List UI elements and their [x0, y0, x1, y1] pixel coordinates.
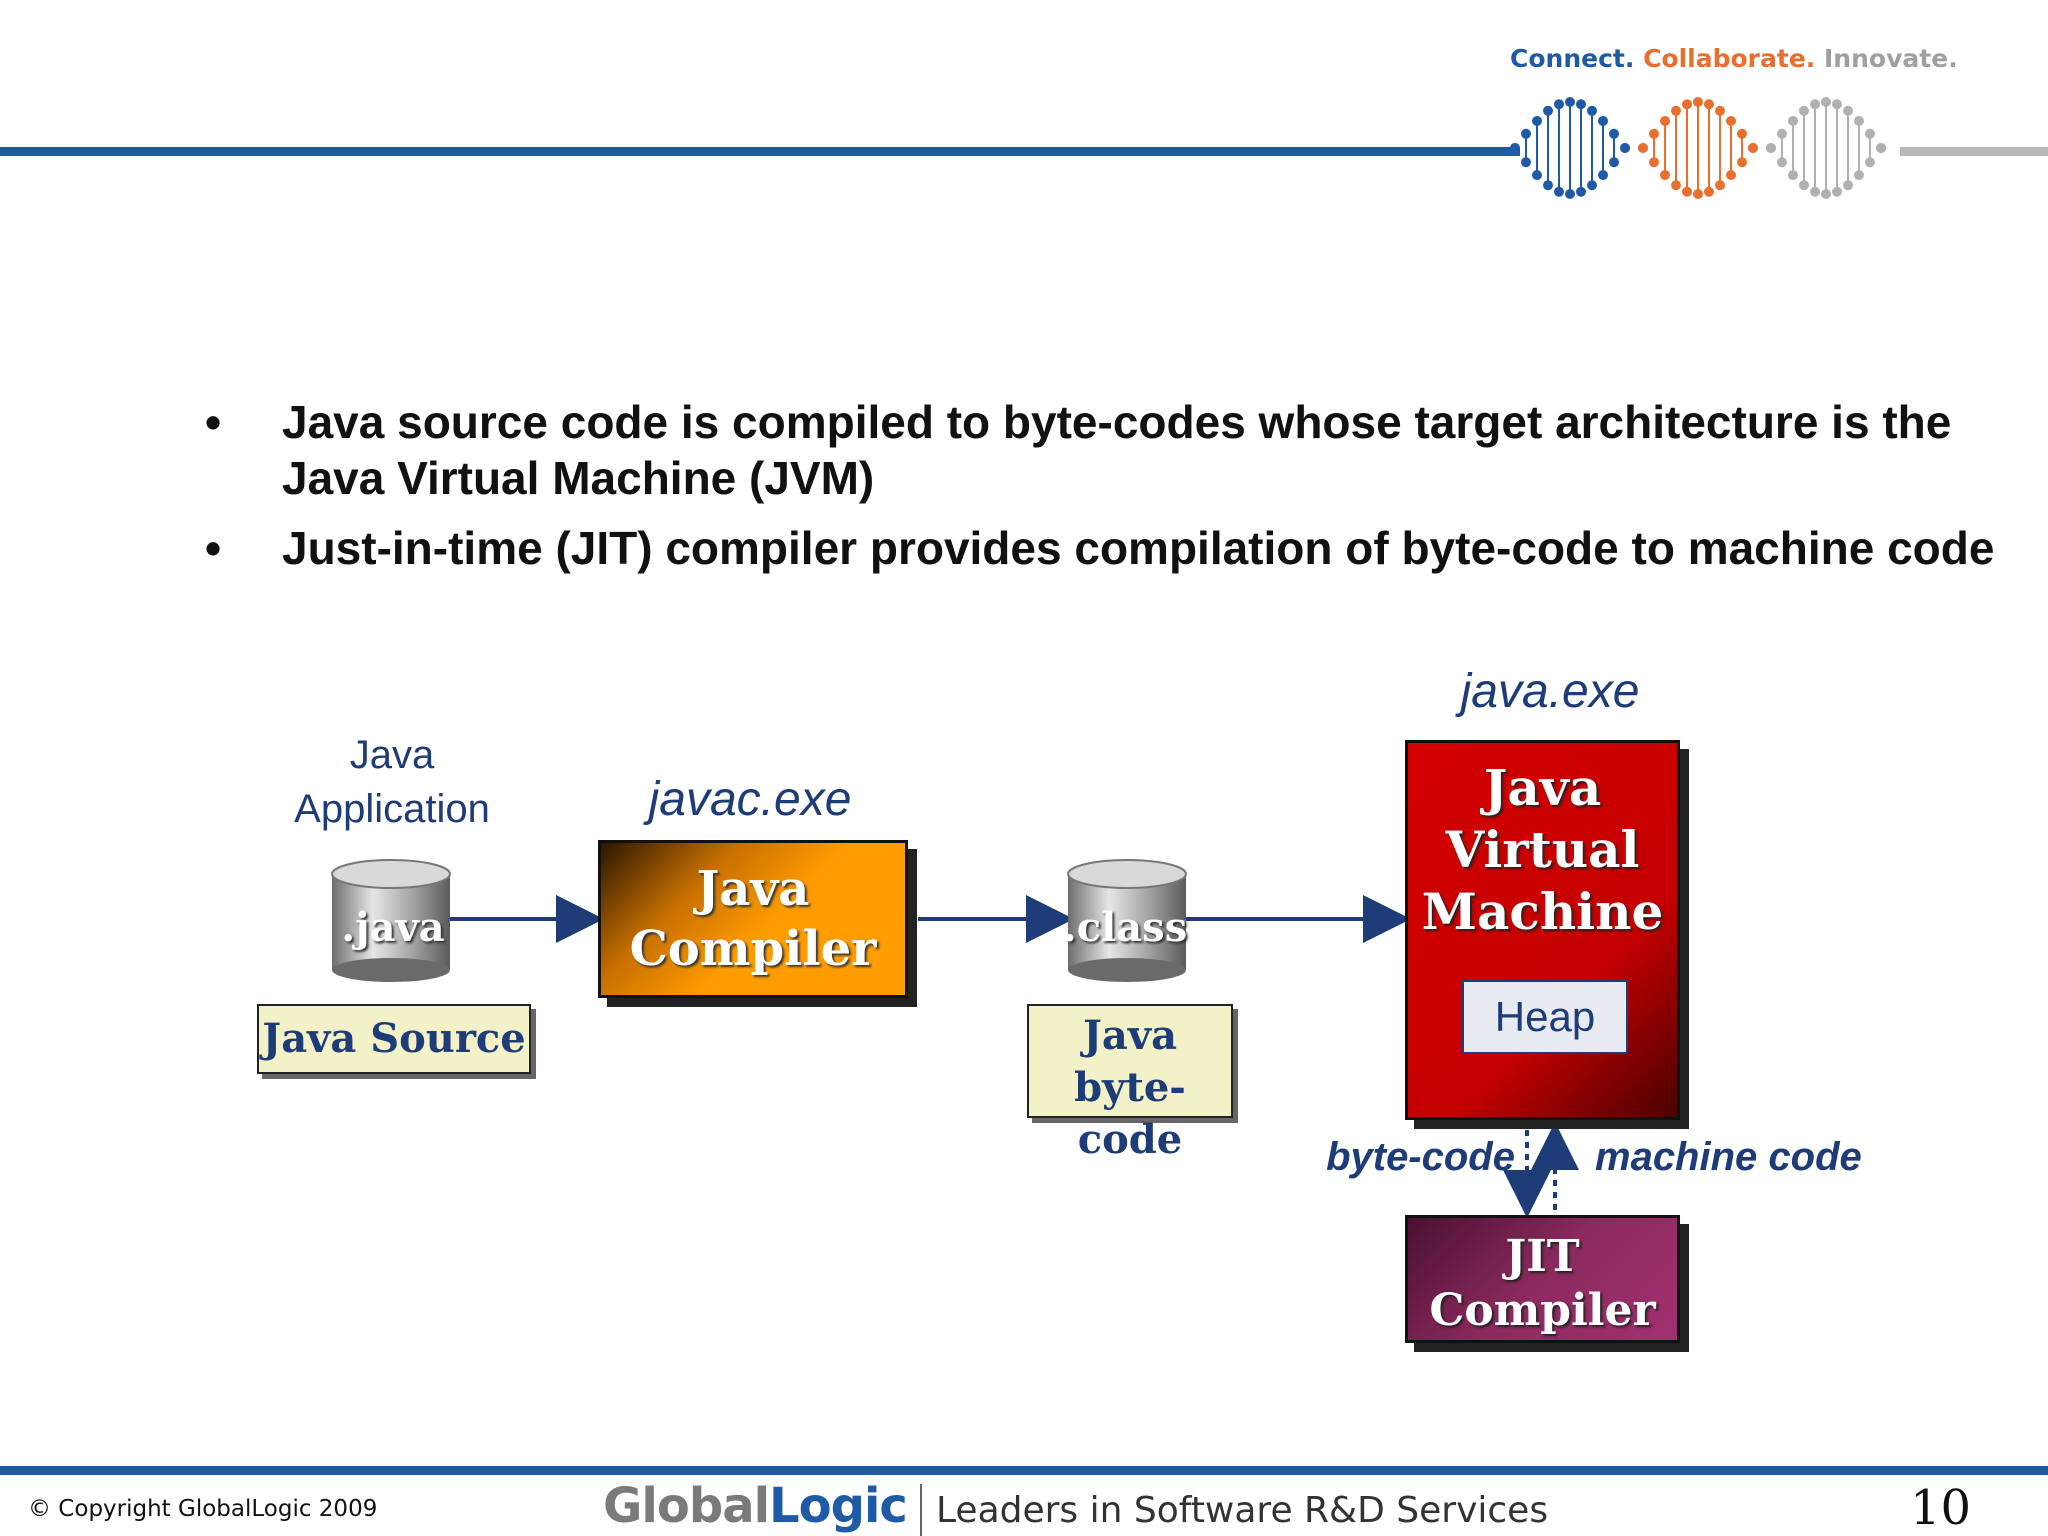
dna-helix-logo-icon: [1510, 97, 1886, 199]
jvm-line3: Machine: [1421, 882, 1664, 941]
tagline-innovate: Innovate.: [1824, 44, 1958, 73]
java-source-box: Java Source: [257, 1004, 531, 1074]
java-application-line1: Java: [349, 733, 435, 777]
page-number: 10: [1910, 1480, 1972, 1536]
helix-blue-icon: [1510, 97, 1630, 199]
bullet-text: Java source code is compiled to byte-cod…: [282, 396, 1952, 504]
helix-grey-icon: [1766, 97, 1886, 199]
globallogic-logo: GlobalLogic: [603, 1478, 908, 1534]
footer-divider: [0, 1466, 2048, 1475]
class-cylinder-label: .class: [1062, 904, 1188, 951]
java-exe-label: java.exe: [1460, 665, 1640, 718]
jit-line1: JIT: [1505, 1231, 1580, 1282]
header-tagline: Connect. Collaborate. Innovate.: [1510, 44, 1958, 73]
java-bytecode-box: Java byte-code: [1027, 1004, 1233, 1163]
bytecode-line2: byte-code: [1074, 1064, 1186, 1163]
brand-logic: Logic: [769, 1478, 908, 1534]
bytecode-arrow-label: byte-code: [1326, 1135, 1515, 1179]
java-application-line2: Application: [294, 787, 490, 831]
tagline-connect: Connect.: [1510, 44, 1635, 73]
heap-box: Heap: [1462, 980, 1628, 1054]
header-divider-grey: [1900, 147, 2048, 156]
java-cylinder-label: .java: [341, 904, 445, 951]
brand-tagline: Leaders in Software R&D Services: [936, 1490, 1549, 1531]
java-application-label: Java Application: [262, 728, 522, 836]
jit-line2: Compiler: [1429, 1285, 1656, 1336]
jvm-line1: Java: [1483, 758, 1602, 817]
jvm-line2: Virtual: [1445, 820, 1640, 879]
bullet-text: Just-in-time (JIT) compiler provides com…: [282, 522, 1995, 574]
compiler-line2: Compiler: [629, 921, 877, 977]
helix-orange-icon: [1638, 97, 1758, 199]
bullet-marker: •: [205, 522, 222, 574]
javac-exe-label: javac.exe: [648, 773, 852, 826]
java-compiler-box: Java Compiler: [598, 840, 908, 998]
bytecode-line1: Java: [1082, 1012, 1177, 1059]
class-file-cylinder-icon: [1067, 859, 1187, 982]
compiler-line1: Java: [696, 861, 810, 917]
bullet-marker: •: [205, 396, 222, 448]
jit-compiler-box: JIT Compiler: [1405, 1215, 1680, 1343]
brand-separator: [920, 1484, 922, 1536]
brand-global: Global: [603, 1478, 770, 1534]
jvm-box: Java Virtual Machine: [1405, 740, 1680, 1120]
header-divider: [0, 147, 1520, 156]
machine-code-arrow-label: machine code: [1595, 1135, 1862, 1179]
java-file-cylinder-icon: [331, 859, 451, 982]
copyright-text: © Copyright GlobalLogic 2009: [28, 1496, 378, 1522]
tagline-collaborate: Collaborate.: [1643, 44, 1816, 73]
